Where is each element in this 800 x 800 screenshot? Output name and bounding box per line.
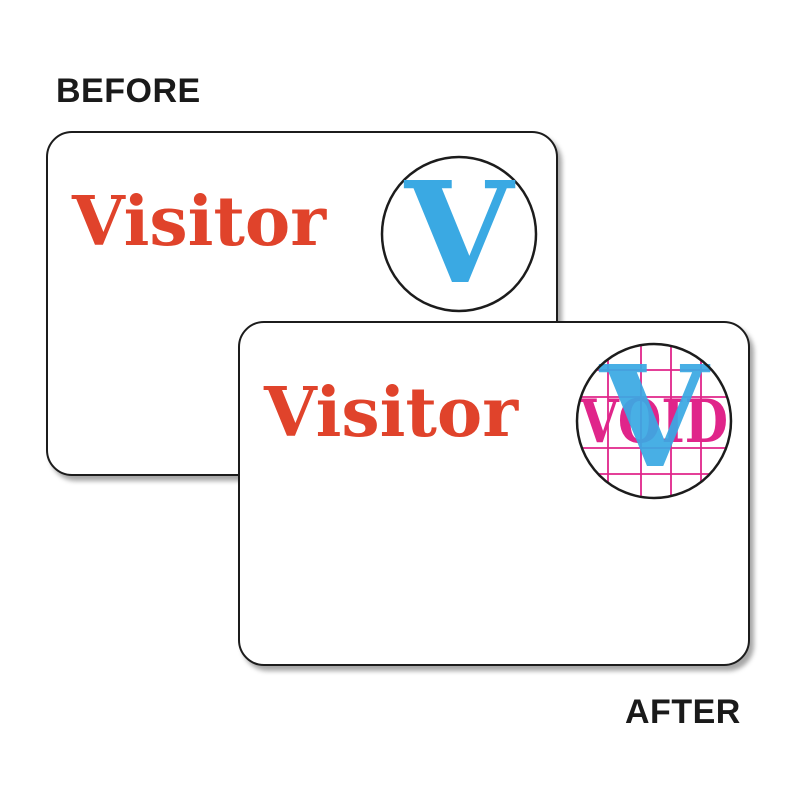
- void-emblem: VOID V: [575, 342, 733, 500]
- v-emblem: V: [380, 155, 538, 313]
- emblem-background: [577, 344, 731, 498]
- emblem-letter: V: [404, 155, 516, 313]
- v-emblem-graphic: V: [380, 155, 538, 313]
- badge-after: Visitor: [238, 321, 750, 666]
- after-caption: AFTER: [625, 693, 741, 731]
- void-emblem-graphic: VOID V: [575, 342, 733, 500]
- before-caption: BEFORE: [56, 72, 201, 110]
- visitor-label: Visitor: [72, 182, 327, 262]
- emblem-circle: [575, 342, 733, 500]
- void-grid: [578, 345, 730, 497]
- emblem-letter: V: [599, 342, 711, 500]
- visitor-label: Visitor: [264, 373, 519, 453]
- void-text: VOID: [579, 387, 728, 457]
- emblem-circle: [380, 155, 538, 313]
